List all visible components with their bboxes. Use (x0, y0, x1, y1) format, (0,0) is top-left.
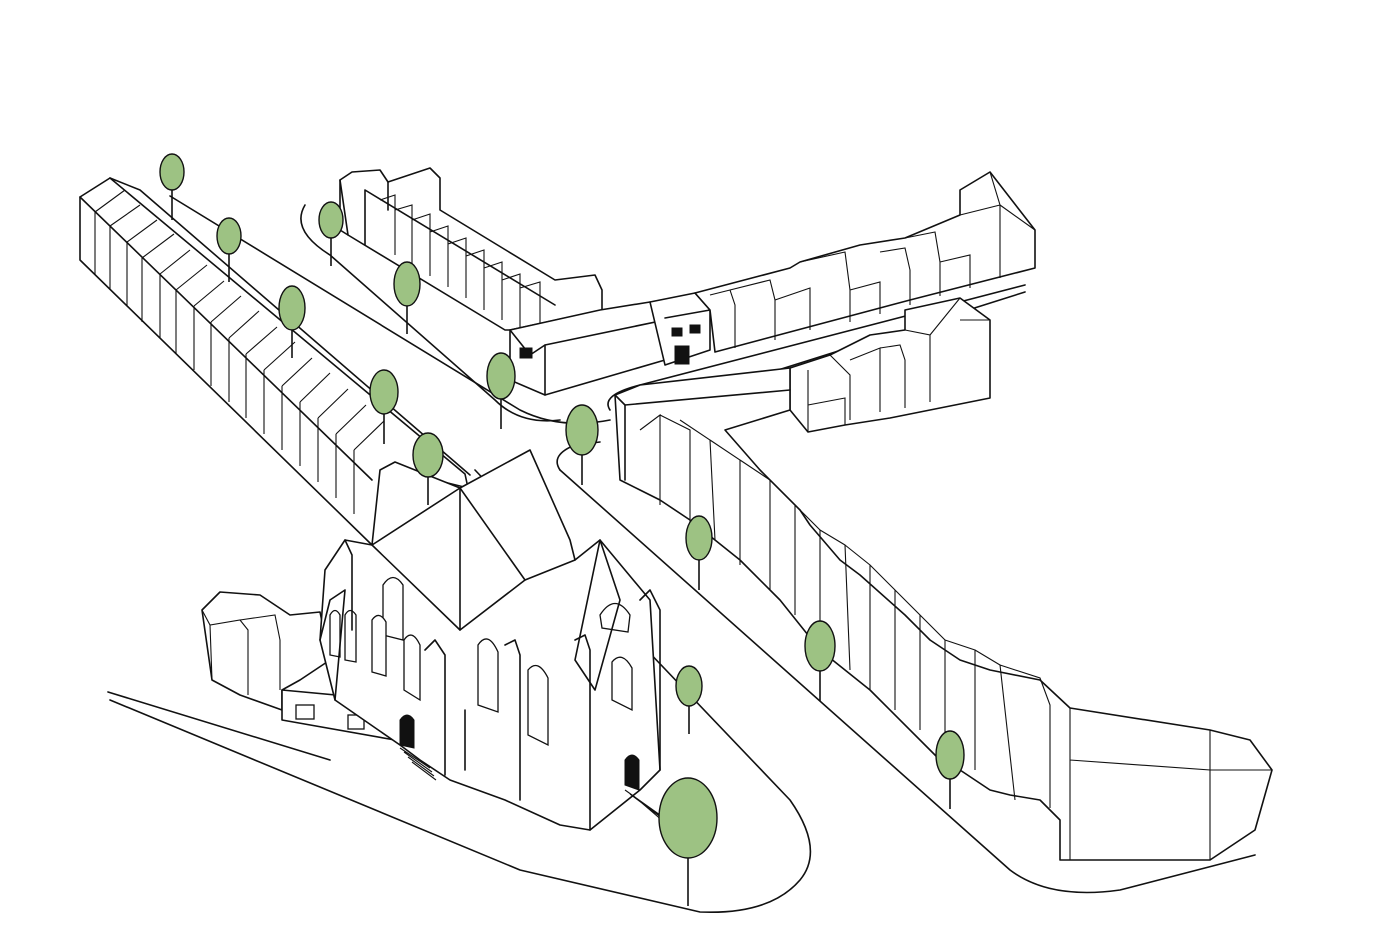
tree-icon (318, 201, 344, 266)
tree-icon (278, 285, 306, 358)
tree-icon (675, 665, 703, 734)
tree-canopy (318, 201, 344, 239)
upper-right-terrace (649, 171, 1036, 366)
tree-canopy (675, 665, 703, 707)
tree-canopy (369, 369, 399, 415)
tree-canopy (658, 777, 718, 859)
tree-canopy (412, 432, 444, 478)
tree-icon (412, 432, 444, 505)
tree-canopy (935, 730, 965, 780)
tree-icon (393, 261, 421, 334)
tree-canopy (216, 217, 242, 255)
tree-canopy (565, 404, 599, 456)
tree-icon (369, 369, 399, 444)
middle-right-terrace (789, 297, 991, 433)
tree-canopy (804, 620, 836, 672)
tree-icon (159, 153, 185, 220)
tree-icon (685, 515, 713, 590)
trees (159, 153, 965, 906)
tree-icon (565, 404, 599, 485)
tree-canopy (685, 515, 713, 561)
right-diagonal-terrace (614, 367, 1273, 861)
tree-canopy (393, 261, 421, 307)
church-building (201, 449, 665, 831)
tree-canopy (486, 352, 516, 400)
tree-icon (804, 620, 836, 701)
tree-icon (658, 777, 718, 906)
tree-icon (216, 217, 242, 282)
left-terrace-houses (79, 177, 471, 546)
tree-icon (935, 730, 965, 809)
tree-canopy (278, 285, 306, 331)
tree-canopy (159, 153, 185, 191)
tree-icon (486, 352, 516, 429)
